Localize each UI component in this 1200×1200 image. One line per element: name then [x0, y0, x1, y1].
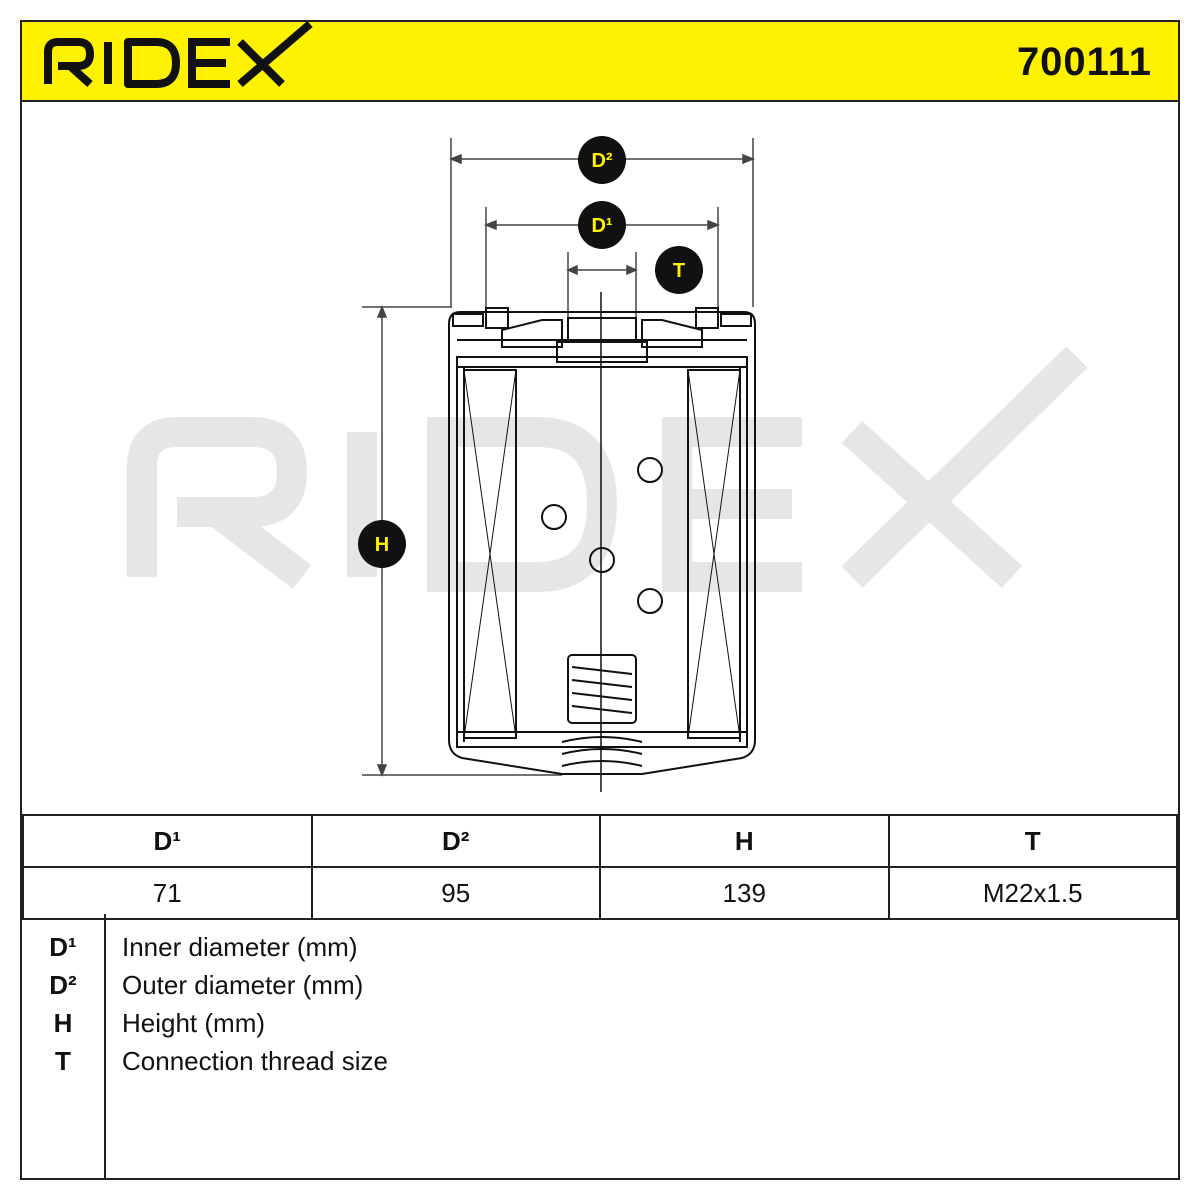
svg-text:D¹: D¹: [591, 215, 612, 237]
inner-diameter-badge: D¹: [578, 201, 626, 249]
legend-description: Inner diameter (mm): [122, 932, 358, 962]
table-cell: 139: [599, 866, 890, 920]
legend-description: Height (mm): [122, 1008, 266, 1038]
legend-divider: [104, 914, 106, 1180]
header-bar: 700111: [22, 22, 1178, 102]
legend-symbol: T: [55, 1046, 71, 1076]
table-cell: 95: [310, 866, 601, 920]
legend: D¹ Inner diameter (mm) D² Outer diameter…: [22, 914, 1178, 1180]
spec-sheet-frame: 700111: [20, 20, 1180, 1180]
dimensions-table: D¹ D² H T 71 95 139 M22x1.5: [22, 814, 1178, 920]
part-number: 700111: [1016, 40, 1152, 84]
legend-item: H Height (mm): [22, 1004, 1178, 1042]
table-header-cell: H: [599, 814, 890, 868]
table-row: 71 95 139 M22x1.5: [22, 866, 1178, 920]
table-cell: M22x1.5: [887, 866, 1178, 920]
thread-dimension: [566, 252, 638, 322]
table-header-row: D¹ D² H T: [22, 814, 1178, 868]
legend-description: Connection thread size: [122, 1046, 388, 1076]
table-header-cell: D²: [310, 814, 601, 868]
watermark-logo: [127, 346, 1088, 592]
outer-diameter-badge: D²: [578, 136, 626, 184]
legend-description: Outer diameter (mm): [122, 970, 364, 1000]
thread-badge: T: [655, 246, 703, 294]
legend-symbol: D¹: [49, 932, 77, 962]
table-header-cell: D¹: [22, 814, 313, 868]
svg-text:D²: D²: [591, 150, 612, 172]
height-badge: H: [358, 520, 406, 568]
ridex-logo: [44, 22, 313, 88]
table-header-cell: T: [887, 814, 1178, 868]
legend-symbol: H: [53, 1008, 73, 1038]
oil-filter-drawing: D² D¹ T H: [127, 136, 1088, 792]
technical-drawing: D² D¹ T H: [22, 102, 1178, 814]
table-cell: 71: [22, 866, 313, 920]
svg-text:T: T: [673, 260, 685, 282]
legend-symbol: D²: [49, 970, 77, 1000]
legend-item: D¹ Inner diameter (mm): [22, 928, 1178, 966]
legend-item: T Connection thread size: [22, 1042, 1178, 1080]
filter-body: [448, 307, 756, 775]
svg-text:H: H: [375, 534, 389, 556]
legend-item: D² Outer diameter (mm): [22, 966, 1178, 1004]
